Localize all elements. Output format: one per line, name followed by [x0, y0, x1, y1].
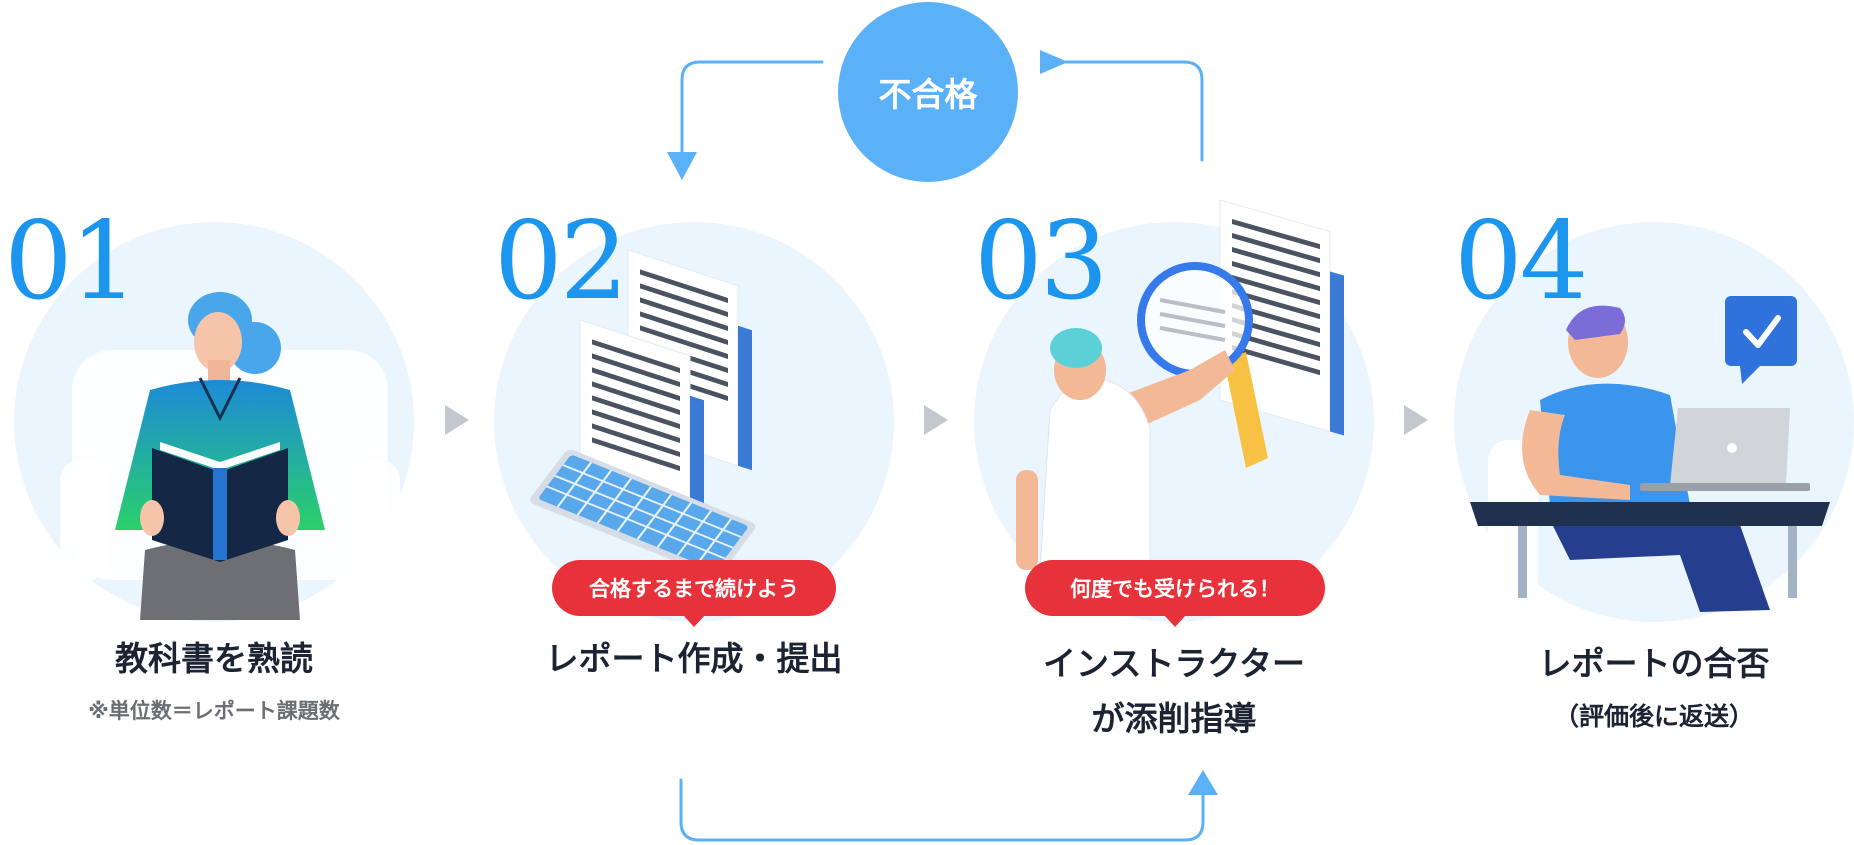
step-3-label-line-2: が添削指導 — [1091, 699, 1257, 738]
step-2-label: レポート作成・提出 — [545, 639, 843, 678]
step-4-note: （評価後に返送） — [1553, 702, 1754, 731]
step-3-number: 03 — [974, 199, 1108, 324]
man-with-laptop-checkmark-icon — [1470, 296, 1830, 620]
step-2-number: 02 — [494, 199, 628, 324]
step-2-bubble-text: 合格するまで続けよう — [589, 577, 799, 601]
arrow-right-icon — [445, 405, 469, 435]
woman-reading-book-icon — [60, 292, 400, 620]
step-1-note: ※単位数＝レポート課題数 — [88, 699, 340, 723]
step-3-bubble-text: 何度でも受けられる！ — [1070, 577, 1280, 601]
step-1-label: 教科書を熟読 — [115, 639, 313, 678]
instructor-with-magnifier-icon — [1016, 199, 1344, 571]
step-4-label: レポートの合否 — [1538, 644, 1770, 683]
step-4-number: 04 — [1454, 199, 1588, 324]
keyboard-and-report-pages-icon — [530, 249, 756, 577]
step-3-bubble: 何度でも受けられる！ — [1025, 560, 1325, 627]
arrow-right-icon — [924, 405, 948, 435]
fail-label: 不合格 — [878, 75, 978, 114]
step-3-label-line-1: インストラクター — [1042, 644, 1306, 683]
fail-circle: 不合格 — [838, 2, 1018, 182]
step-2-bubble: 合格するまで続けよう — [552, 560, 836, 627]
step-1-number: 01 — [4, 199, 138, 324]
arrow-right-icon — [1404, 405, 1428, 435]
